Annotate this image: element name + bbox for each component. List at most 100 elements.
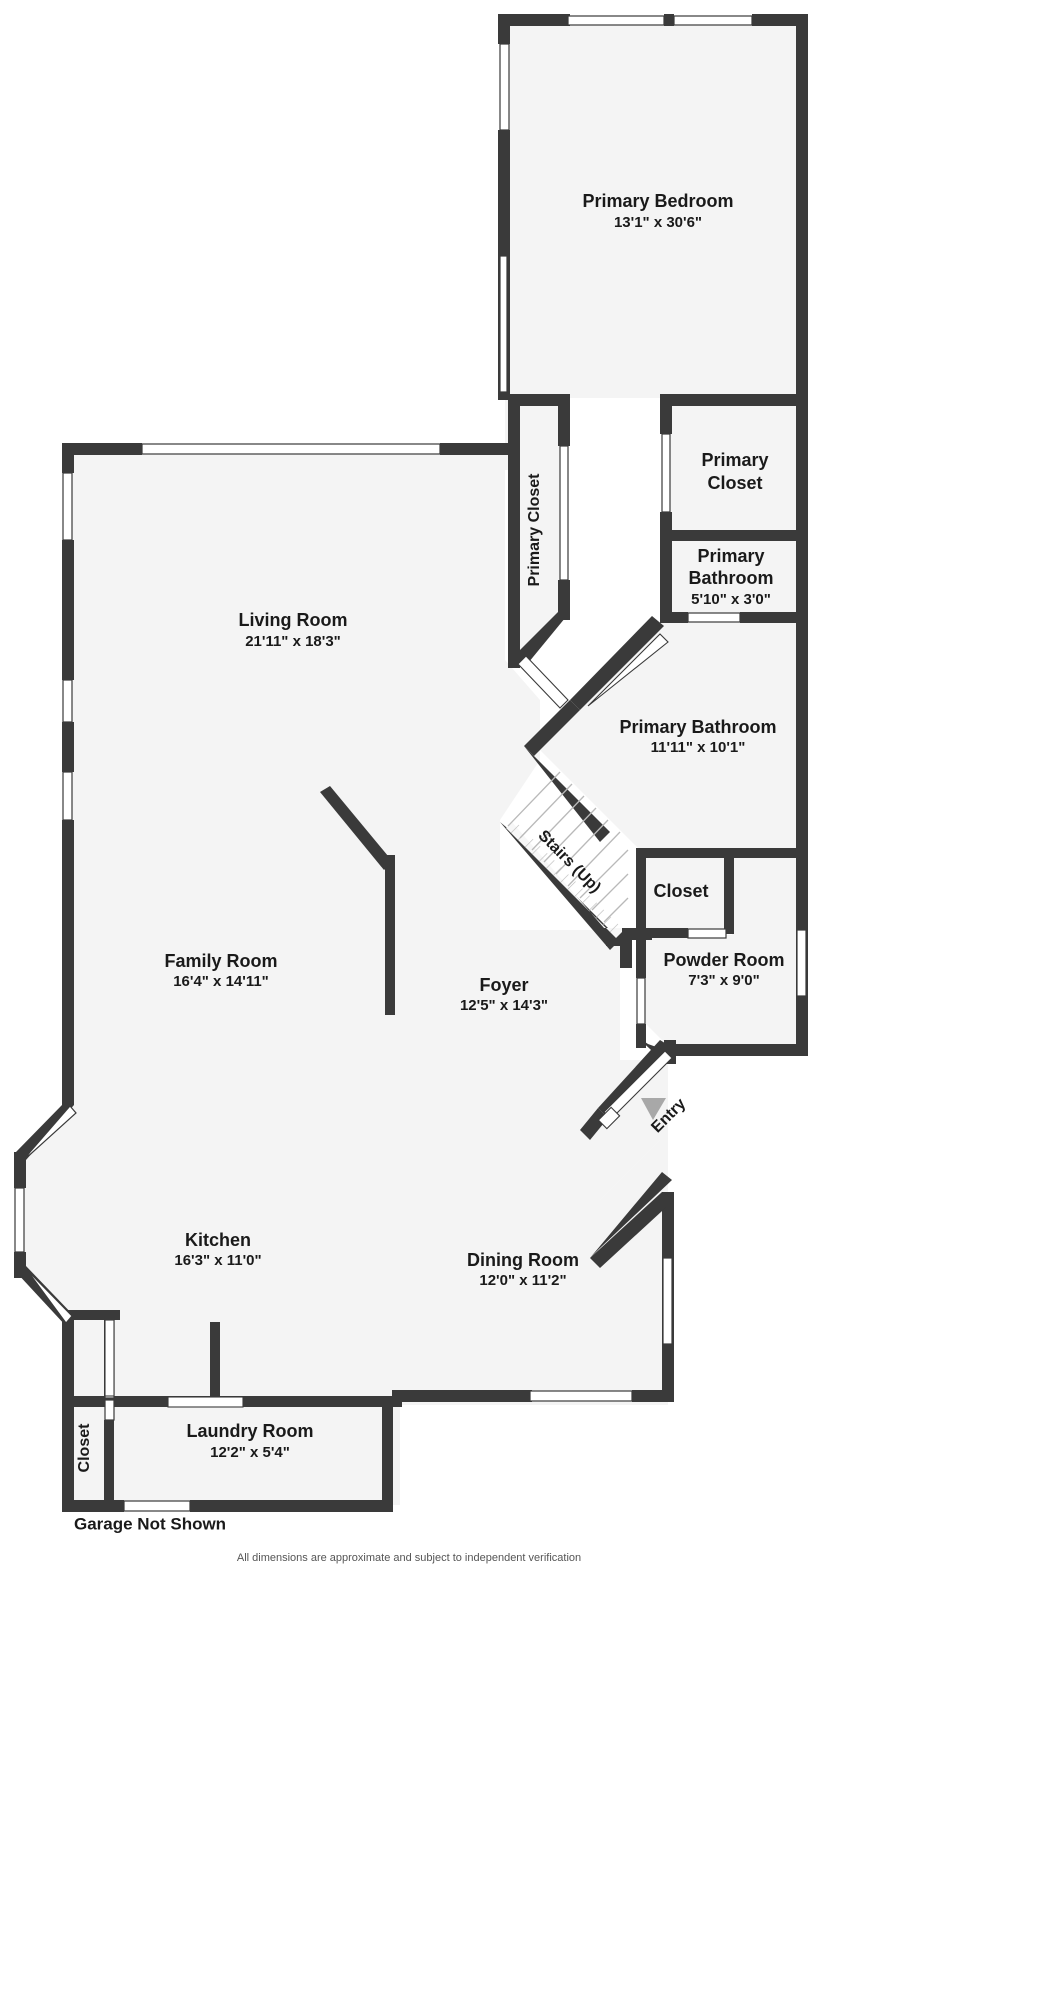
wall-interior-diagonal-1: [320, 786, 393, 870]
wall-pbath-angle-left: [524, 746, 610, 842]
primary-bathroom-small-dimensions: 5'10" x 3'0": [691, 591, 771, 608]
primary-bathroom-small-label-line2: Bathroom: [689, 568, 774, 588]
window-pb-top-2: [673, 15, 753, 26]
window-pb-left: [499, 43, 510, 131]
wall-powder-left: [636, 938, 646, 978]
wall-pbath-angle-lower: [524, 700, 580, 756]
wall-pc-left: [508, 394, 520, 639]
wall-closet-left: [636, 848, 646, 934]
wall-lr-left-c: [62, 722, 74, 772]
stairs-group: [506, 771, 629, 938]
door-primary-bath: [587, 633, 669, 707]
window-laundry-bottom: [123, 1500, 191, 1512]
primary-bedroom-label: Primary Bedroom: [582, 191, 733, 211]
room-labels: Primary Bedroom 13'1" x 30'6" Living Roo…: [74, 191, 785, 1564]
window-pbath-right: [796, 929, 807, 997]
window-left-angle-upper: [23, 1105, 77, 1161]
footer-disclaimer: All dimensions are approximate and subje…: [237, 1552, 581, 1564]
window-dining-right: [662, 1257, 673, 1345]
primary-bathroom-small-area: [668, 540, 803, 620]
laundry-room-label: Laundry Room: [186, 1421, 313, 1441]
living-room-dimensions: 21'11" x 18'3": [245, 633, 341, 650]
primary-bathroom-large-label: Primary Bathroom: [619, 717, 776, 737]
window-pb-top-1: [567, 15, 665, 26]
wall-lr-top-right: [440, 443, 508, 455]
wall-stairs-bottom-stub: [620, 940, 632, 968]
primary-closet-right-area: [668, 400, 803, 535]
primary-bedroom-dimensions: 13'1" x 30'6": [614, 214, 702, 231]
window-pb-stem-left: [499, 255, 508, 393]
wall-laundry-bottom-b: [190, 1500, 392, 1512]
window-pc-right: [559, 445, 569, 581]
wall-interior-vertical-1: [385, 855, 395, 1015]
wall-pb-top-right: [752, 14, 808, 26]
primary-bathroom-large-dimensions: 11'11" x 10'1": [651, 739, 746, 756]
wall-powder-left-2: [636, 1024, 646, 1048]
wall-laundry-closet-sep2: [104, 1420, 114, 1510]
wall-laundry-left: [62, 1400, 74, 1510]
stair-treads: [507, 771, 629, 923]
window-laundry-closet: [104, 1399, 115, 1421]
wall-left-lower: [14, 1152, 26, 1188]
wall-pbath-angle-upper: [570, 616, 664, 710]
powder-room-dimensions: 7'3" x 9'0": [688, 972, 759, 989]
window-lr-left-1: [62, 472, 73, 541]
wall-closet-top-r: [734, 848, 808, 858]
wall-lr-left-d: [62, 820, 74, 1105]
entry-arrow-icon: [641, 1098, 666, 1120]
doors: [104, 633, 673, 1408]
foyer-label: Foyer: [479, 975, 528, 995]
closet-powder-label: Closet: [653, 881, 708, 901]
wall-kitchen-bottom: [62, 1310, 120, 1320]
wall-foyer-angle-lower: [590, 1172, 672, 1258]
wall-pcr-left-top: [660, 394, 672, 434]
primary-bedroom-area: [505, 22, 800, 398]
door-laundry-opening: [167, 1396, 244, 1408]
wall-closet-right: [724, 848, 734, 934]
wall-stairs-upper-left: [500, 822, 620, 950]
primary-bathroom-large-area: [540, 622, 803, 855]
wall-left-bottom-seg: [62, 1318, 74, 1403]
wall-pc-diagonal-right: [512, 612, 570, 668]
closet-powder-area: [640, 855, 730, 933]
wall-pb-bottom-right: [664, 394, 808, 406]
wall-dining-angle: [590, 1192, 674, 1268]
wall-closet-top: [636, 848, 734, 858]
wall-dining-bottom: [392, 1390, 532, 1402]
wall-closet-bottom-l: [636, 928, 688, 938]
wall-kitchen-stub: [210, 1322, 220, 1400]
wall-pbsm-bottom-r: [740, 612, 808, 623]
wall-pbsm-bottom-l: [660, 612, 688, 623]
door-entry: [597, 1050, 673, 1130]
wall-pc-diagonal-left: [508, 635, 520, 668]
foyer-dimensions: 12'5" x 14'3": [460, 997, 548, 1014]
garage-note-label: Garage Not Shown: [74, 1514, 226, 1533]
window-pcr-left: [661, 433, 671, 513]
window-lr-top: [141, 443, 441, 455]
primary-bathroom-small-label-line1: Primary: [697, 546, 764, 566]
wall-laundry-bottom-a: [62, 1500, 124, 1512]
wall-pb-top-mid: [664, 14, 674, 26]
closet-laundry-label: Closet: [76, 1423, 93, 1473]
wall-entry-angle-bottom: [580, 1108, 608, 1140]
window-pbsm-bottom: [687, 612, 741, 623]
powder-room-label: Powder Room: [663, 950, 784, 970]
wall-lr-left-b: [62, 540, 74, 680]
window-powder-left: [636, 977, 646, 1025]
window-lr-left-3: [62, 771, 73, 821]
dining-room-label: Dining Room: [467, 1250, 579, 1270]
primary-closet-vertical-label: Primary Closet: [526, 473, 543, 587]
wall-pc-right-top: [558, 394, 570, 446]
powder-room-upper-area: [732, 855, 803, 935]
wall-pc-right-bot: [558, 580, 570, 620]
living-room-label: Living Room: [239, 610, 348, 630]
family-room-label: Family Room: [164, 951, 277, 971]
window-left-angle-lower: [23, 1265, 73, 1324]
laundry-room-dimensions: 12'2" x 5'4": [210, 1444, 290, 1461]
wall-pbath-bottom: [668, 1044, 808, 1056]
dining-room-dimensions: 12'0" x 11'2": [479, 1272, 566, 1289]
stairs-hatch: [506, 820, 624, 938]
primary-closet-vertical-area: [512, 400, 568, 660]
wall-pb-left-upper: [498, 14, 510, 44]
